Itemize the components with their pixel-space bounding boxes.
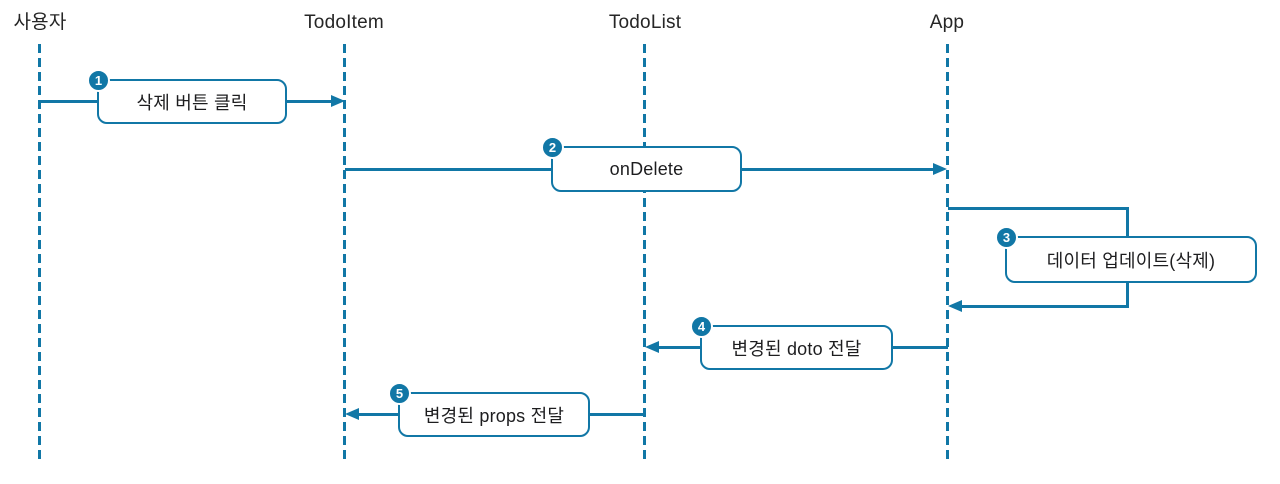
arrowhead-right-2 bbox=[933, 163, 947, 175]
arrowhead-left-3 bbox=[948, 300, 962, 312]
lifeline-app bbox=[946, 44, 949, 463]
step-badge-5: 5 bbox=[388, 382, 411, 405]
step-badge-2: 2 bbox=[541, 136, 564, 159]
message-box-1: 1 삭제 버튼 클릭 bbox=[87, 69, 287, 124]
arrowhead-left-4 bbox=[645, 341, 659, 353]
step-label-2: onDelete bbox=[609, 158, 684, 179]
step-badge-3: 3 bbox=[995, 226, 1018, 249]
message-box-4: 4 변경된 doto 전달 bbox=[690, 315, 893, 370]
lifeline-todoitem bbox=[343, 44, 346, 463]
step-label-4: 변경된 doto 전달 bbox=[731, 338, 862, 359]
message-box-2: 2 onDelete bbox=[541, 136, 742, 192]
message-box-5: 5 변경된 props 전달 bbox=[388, 382, 590, 437]
lifeline-todolist bbox=[643, 44, 646, 463]
actor-label-app: App bbox=[929, 12, 965, 33]
arrowhead-right-1 bbox=[331, 95, 345, 107]
step-badge-1: 1 bbox=[87, 69, 110, 92]
self-loop-bottom-line bbox=[961, 305, 1129, 308]
self-loop-top-line bbox=[948, 207, 1129, 210]
actor-label-todoitem: TodoItem bbox=[304, 12, 384, 33]
lifeline-user bbox=[38, 44, 41, 463]
step-label-3: 데이터 업데이트(삭제) bbox=[1046, 250, 1216, 271]
actor-label-todolist: TodoList bbox=[608, 12, 682, 33]
step-label-5: 변경된 props 전달 bbox=[423, 405, 565, 426]
step-badge-4: 4 bbox=[690, 315, 713, 338]
actor-label-user: 사용자 bbox=[13, 12, 67, 33]
message-box-3: 3 데이터 업데이트(삭제) bbox=[995, 226, 1257, 283]
step-label-1: 삭제 버튼 클릭 bbox=[136, 92, 248, 113]
arrowhead-left-5 bbox=[345, 408, 359, 420]
